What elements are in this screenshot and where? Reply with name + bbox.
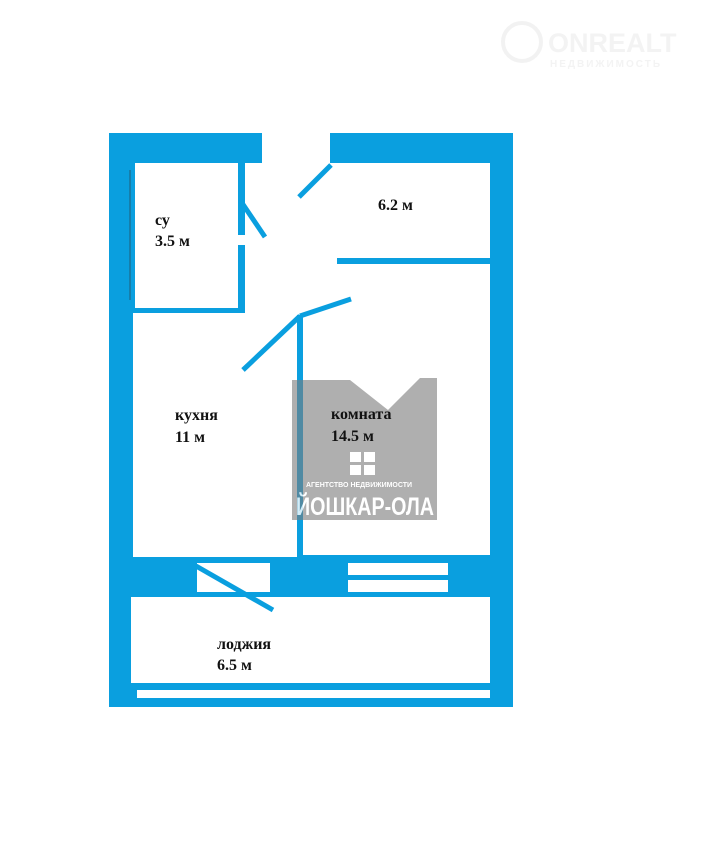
entrance-door <box>297 163 333 199</box>
bathroom <box>135 163 238 308</box>
entrance-opening <box>262 133 330 165</box>
window-pane <box>348 580 448 592</box>
bathroom-name: су <box>155 212 170 229</box>
bathroom-door <box>237 198 268 239</box>
agency-logo-shape <box>292 378 437 520</box>
agency-watermark: АГЕНТСТВО НЕДВИЖИМОСТИ ЙОШКАР-ОЛА <box>292 378 437 521</box>
kitchen <box>133 313 297 557</box>
bathroom-area: 3.5 м <box>155 233 190 250</box>
hall-area: 6.2 м <box>378 197 413 214</box>
room-area: 14.5 м <box>331 428 374 445</box>
loggia-name: лоджия <box>217 636 271 653</box>
house-pin-icon <box>501 21 543 63</box>
loggia-window <box>137 690 490 698</box>
room-name: комната <box>331 406 391 423</box>
loggia-door-leaf <box>194 563 275 613</box>
loggia-area: 6.5 м <box>217 657 252 674</box>
room-door <box>299 296 352 319</box>
kitchen-name: кухня <box>175 407 218 424</box>
onrealt-watermark: ONREALT НЕДВИЖИМОСТЬ <box>501 21 677 70</box>
loggia <box>131 597 490 683</box>
window-pane <box>348 563 448 575</box>
agency-brand: ЙОШКАР-ОЛА <box>296 491 434 521</box>
kitchen-area: 11 м <box>175 429 205 446</box>
kitchen-door <box>241 314 302 372</box>
watermark-sub: НЕДВИЖИМОСТЬ <box>550 59 662 70</box>
door-swings <box>194 163 352 613</box>
hall-room <box>330 163 490 258</box>
agency-sub: АГЕНТСТВО НЕДВИЖИМОСТИ <box>306 482 412 489</box>
watermark-brand: ONREALT <box>548 28 677 58</box>
